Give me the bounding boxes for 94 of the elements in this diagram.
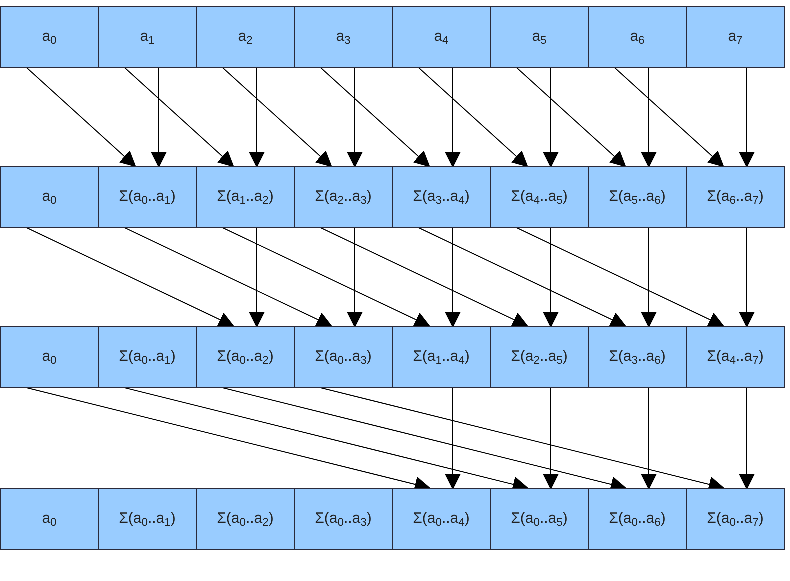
arrow — [543, 388, 559, 490]
array-cell — [588, 6, 687, 68]
cell-text: a$_{2}$ — [238, 26, 253, 48]
array-cell — [0, 166, 99, 228]
arrow — [26, 68, 136, 168]
array-cell — [588, 166, 687, 228]
array-cell — [294, 488, 393, 550]
cell-text: Σ(a$_{2}$..a$_{5}$) — [511, 346, 568, 368]
cell-text: a$_{0}$ — [42, 508, 57, 530]
arrow — [347, 68, 363, 168]
array-cell — [392, 166, 491, 228]
arrow — [516, 228, 725, 328]
array-cell — [392, 326, 491, 388]
cell-text: Σ(a$_{5}$..a$_{6}$) — [609, 186, 666, 208]
cell-text: Σ(a$_{3}$..a$_{6}$) — [609, 346, 666, 368]
arrow — [249, 68, 265, 168]
cell-text: a$_{4}$ — [434, 26, 449, 48]
array-cell — [392, 488, 491, 550]
cell-text: Σ(a$_{1}$..a$_{4}$) — [413, 346, 470, 368]
array-cell — [686, 488, 785, 550]
cell-text: Σ(a$_{4}$..a$_{7}$) — [707, 346, 764, 368]
cell-text: Σ(a$_{0}$..a$_{3}$) — [315, 346, 372, 368]
cell-text: a$_{3}$ — [336, 26, 351, 48]
array-cell — [686, 6, 785, 68]
cell-text: Σ(a$_{0}$..a$_{1}$) — [119, 346, 176, 368]
arrow — [739, 228, 755, 328]
arrow — [739, 68, 755, 168]
arrow — [641, 68, 657, 168]
arrow — [249, 228, 265, 328]
arrow — [418, 68, 528, 168]
array-cell — [196, 326, 295, 388]
cell-text: a$_{1}$ — [140, 26, 155, 48]
cell-text: Σ(a$_{0}$..a$_{6}$) — [609, 508, 666, 530]
arrow — [418, 228, 627, 328]
array-cell — [294, 166, 393, 228]
cell-text: Σ(a$_{0}$..a$_{7}$) — [707, 508, 764, 530]
array-cell — [490, 488, 589, 550]
cell-text: a$_{0}$ — [42, 346, 57, 368]
array-cell — [588, 326, 687, 388]
cell-text: Σ(a$_{1}$..a$_{2}$) — [217, 186, 274, 208]
arrow — [543, 228, 559, 328]
arrow — [222, 68, 332, 168]
array-cell — [0, 6, 99, 68]
arrow — [445, 388, 461, 490]
arrow — [739, 388, 755, 490]
arrow — [516, 68, 626, 168]
arrow — [151, 68, 167, 168]
array-cell — [294, 326, 393, 388]
arrow — [320, 68, 430, 168]
array-cell — [686, 326, 785, 388]
array-cell — [686, 166, 785, 228]
arrow — [445, 228, 461, 328]
array-cell — [490, 166, 589, 228]
arrow — [641, 388, 657, 490]
arrow — [543, 68, 559, 168]
array-cell — [196, 166, 295, 228]
cell-text: Σ(a$_{0}$..a$_{3}$) — [315, 508, 372, 530]
arrow — [347, 228, 363, 328]
array-cell — [98, 166, 197, 228]
arrow — [641, 228, 657, 328]
cell-text: Σ(a$_{0}$..a$_{1}$) — [119, 186, 176, 208]
cell-text: a$_{0}$ — [42, 186, 57, 208]
arrow — [614, 68, 724, 168]
cell-text: Σ(a$_{3}$..a$_{4}$) — [413, 186, 470, 208]
array-cell — [0, 326, 99, 388]
cell-text: a$_{0}$ — [42, 26, 57, 48]
cell-text: Σ(a$_{0}$..a$_{5}$) — [511, 508, 568, 530]
arrow — [124, 228, 333, 328]
cell-text: Σ(a$_{6}$..a$_{7}$) — [707, 186, 764, 208]
cell-text: a$_{6}$ — [630, 26, 645, 48]
array-cell — [98, 326, 197, 388]
array-cell — [0, 488, 99, 550]
cell-text: Σ(a$_{2}$..a$_{3}$) — [315, 186, 372, 208]
arrow — [445, 68, 461, 168]
arrow — [26, 228, 235, 328]
array-cell — [196, 6, 295, 68]
cell-text: Σ(a$_{0}$..a$_{4}$) — [413, 508, 470, 530]
array-cell — [196, 488, 295, 550]
cell-text: a$_{7}$ — [728, 26, 743, 48]
cell-text: Σ(a$_{0}$..a$_{1}$) — [119, 508, 176, 530]
arrow — [320, 228, 529, 328]
cell-text: a$_{5}$ — [532, 26, 547, 48]
array-cell — [490, 326, 589, 388]
cell-text: Σ(a$_{0}$..a$_{2}$) — [217, 508, 274, 530]
array-cell — [294, 6, 393, 68]
array-cell — [588, 488, 687, 550]
array-cell — [98, 488, 197, 550]
array-cell — [490, 6, 589, 68]
arrow — [222, 228, 431, 328]
cell-text: Σ(a$_{0}$..a$_{2}$) — [217, 346, 274, 368]
arrow — [124, 68, 234, 168]
array-cell — [98, 6, 197, 68]
array-cell — [392, 6, 491, 68]
cell-text: Σ(a$_{4}$..a$_{5}$) — [511, 186, 568, 208]
